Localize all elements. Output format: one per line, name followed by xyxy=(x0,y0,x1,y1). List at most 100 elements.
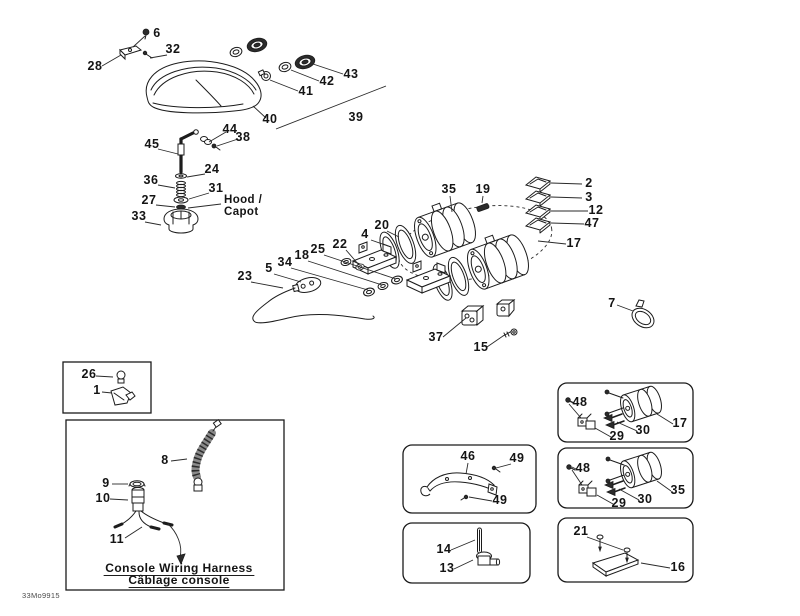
callout-4: 4 xyxy=(361,227,369,241)
switch-10 xyxy=(131,487,145,512)
callout-35b: 35 xyxy=(670,483,685,497)
callout-17b: 17 xyxy=(672,416,687,430)
callout-24: 24 xyxy=(204,162,219,176)
callout-10: 10 xyxy=(95,491,110,505)
nut-9 xyxy=(128,480,146,488)
callout-1: 1 xyxy=(93,383,101,397)
callout-18: 18 xyxy=(294,248,309,262)
callout-7: 7 xyxy=(608,296,616,310)
callout-39: 39 xyxy=(348,110,363,124)
callout-35: 35 xyxy=(441,182,456,196)
screw-49b xyxy=(460,494,469,501)
callout-25: 25 xyxy=(310,242,325,256)
callout-17: 17 xyxy=(566,236,581,250)
callout-49a: 49 xyxy=(509,451,524,465)
callout-9: 9 xyxy=(102,476,110,490)
retainer-ring-42b xyxy=(278,61,292,73)
callout-48b: 48 xyxy=(575,461,590,475)
plate-16 xyxy=(591,552,640,577)
callout-43: 43 xyxy=(343,67,358,81)
callout-8: 8 xyxy=(161,453,169,467)
connector-37b xyxy=(495,298,516,318)
harness-arrow xyxy=(167,523,182,558)
loop-clamp-7 xyxy=(631,299,655,329)
screw-38 xyxy=(211,143,221,151)
connector-37a xyxy=(460,304,485,327)
screw-21a xyxy=(596,534,604,553)
callout-3: 3 xyxy=(585,190,593,204)
callout-30a: 30 xyxy=(635,423,650,437)
screw-19 xyxy=(476,203,490,212)
callout-38: 38 xyxy=(235,130,250,144)
screw-32 xyxy=(142,50,153,59)
callout-2: 2 xyxy=(585,176,593,190)
callout-45: 45 xyxy=(144,137,159,151)
callout-16: 16 xyxy=(670,560,685,574)
callout-36: 36 xyxy=(143,173,158,187)
headlight-assembly xyxy=(119,28,316,114)
bulb-6 xyxy=(142,28,150,40)
tachometer-box xyxy=(557,447,694,509)
callout-6: 6 xyxy=(153,26,161,40)
cable-23 xyxy=(252,287,375,324)
callout-labels: 6 28 32 43 42 41 40 39 44 38 45 24 36 31… xyxy=(81,26,687,575)
socket-1 xyxy=(110,386,136,406)
valve-13 xyxy=(476,551,501,566)
callout-46: 46 xyxy=(460,449,475,463)
gauge-cluster xyxy=(252,176,655,338)
callout-21: 21 xyxy=(573,524,588,538)
callout-28: 28 xyxy=(87,59,102,73)
speedometer-inset xyxy=(617,384,665,424)
bulb-26 xyxy=(116,370,126,384)
callout-30b: 30 xyxy=(637,492,652,506)
latch-rod-45 xyxy=(177,129,199,174)
callout-42: 42 xyxy=(319,74,334,88)
hood-note-en: Hood / xyxy=(224,194,263,206)
callout-34: 34 xyxy=(277,255,292,269)
text-notes: Hood / Capot Console Wiring Harness Câbl… xyxy=(22,194,263,600)
screw-49a xyxy=(491,465,501,473)
callout-5: 5 xyxy=(265,261,273,275)
wires-11 xyxy=(113,510,174,531)
callout-26: 26 xyxy=(81,367,96,381)
callout-15: 15 xyxy=(473,340,488,354)
tachometer-inset xyxy=(617,450,665,490)
pin-valve-box xyxy=(402,522,531,584)
retainer-ring-42a xyxy=(229,46,243,58)
clip-2 xyxy=(525,176,551,193)
leader-lines xyxy=(95,35,674,570)
headlight-lens-40 xyxy=(145,60,262,114)
callout-44: 44 xyxy=(222,122,237,136)
washer-24 xyxy=(175,173,187,179)
console-note-en: Console Wiring Harness xyxy=(105,561,252,575)
callout-12: 12 xyxy=(588,203,603,217)
callout-31: 31 xyxy=(208,181,223,195)
console-harness-box xyxy=(65,418,285,591)
nut-34 xyxy=(362,286,376,298)
clip-3 xyxy=(525,190,551,207)
callout-11: 11 xyxy=(110,532,124,546)
pin-14 xyxy=(477,527,482,554)
callout-22: 22 xyxy=(332,237,347,251)
bracket-28 xyxy=(119,45,143,61)
washer-25 xyxy=(390,274,404,286)
spring-36 xyxy=(176,180,186,198)
callout-19: 19 xyxy=(475,182,490,196)
conduit-8 xyxy=(191,418,222,492)
module-plate-box xyxy=(557,517,694,583)
hood-note-fr: Capot xyxy=(224,206,259,218)
grommet-43b xyxy=(294,54,316,70)
callout-41: 41 xyxy=(298,84,313,98)
grommet-43a xyxy=(246,37,268,53)
callout-23: 23 xyxy=(237,269,252,283)
callout-20: 20 xyxy=(374,218,389,232)
footer-code: 33Mo9915 xyxy=(22,591,60,600)
hood-latch-assembly xyxy=(163,129,221,234)
callout-27: 27 xyxy=(141,193,156,207)
support-bracket-46 xyxy=(420,472,498,497)
screw-15 xyxy=(502,328,518,338)
callout-14: 14 xyxy=(436,542,451,556)
washer-18 xyxy=(376,280,390,292)
